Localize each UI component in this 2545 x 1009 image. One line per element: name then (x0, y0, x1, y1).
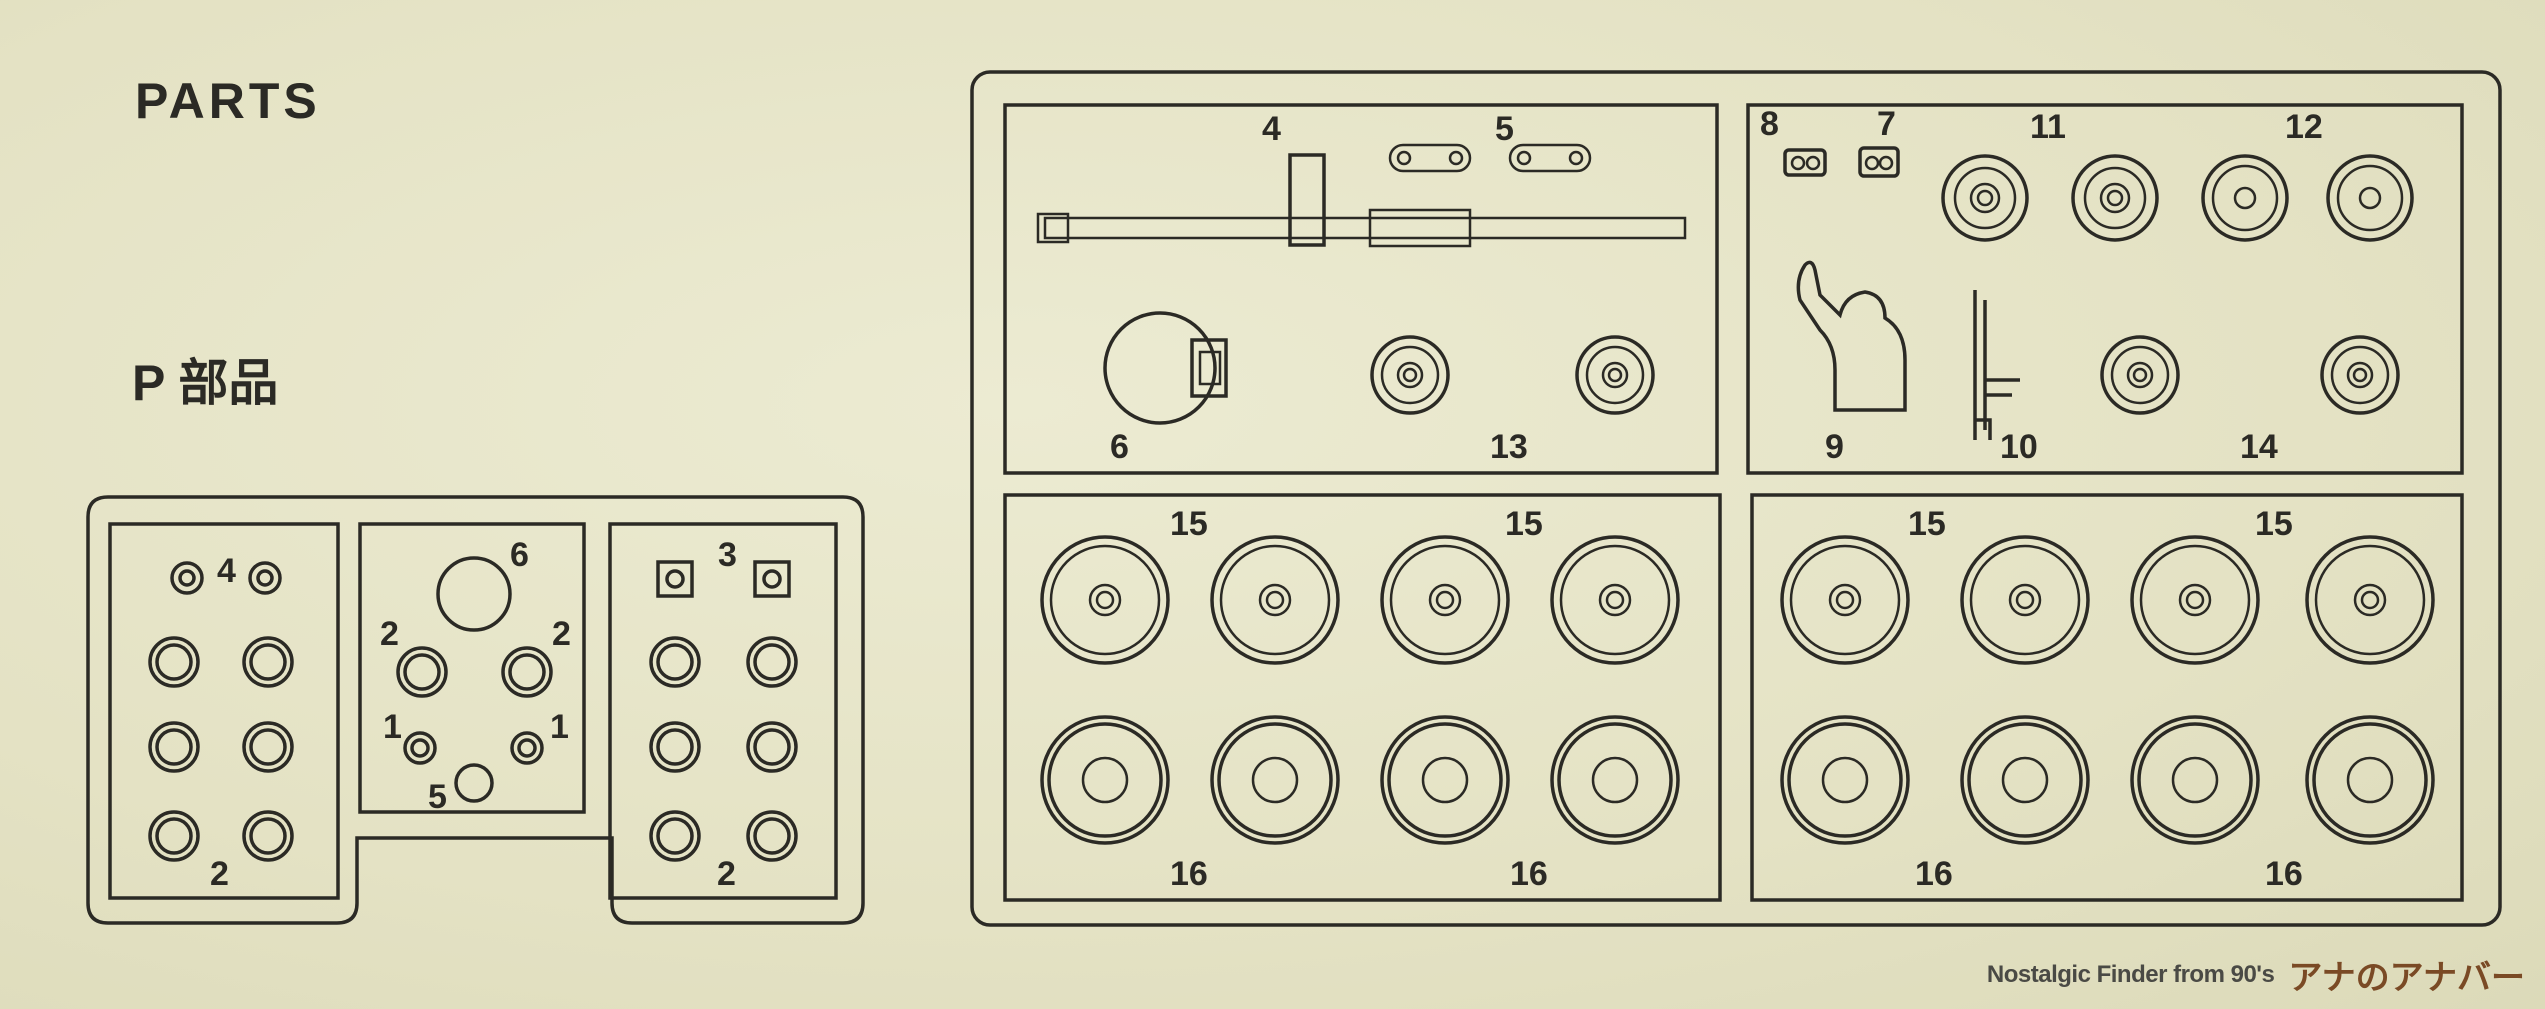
wheel-part-13-14 (2100, 335, 2180, 415)
part-9-driver-figure (1796, 260, 1907, 412)
part-5-links (1388, 143, 1592, 173)
wheel-part (148, 636, 200, 688)
wheel-part (501, 646, 553, 698)
square-part (656, 560, 694, 598)
part-label: 16 (1915, 855, 1953, 893)
wheel-part (746, 721, 798, 773)
watermark-logo: アナのアナバー (2288, 958, 2525, 998)
watermark-text: Nostalgic Finder from 90's (1986, 960, 2275, 988)
part-label: 16 (1170, 855, 1208, 893)
wheel-part-13-14 (2320, 335, 2400, 415)
wheel-part-13-14 (1575, 335, 1655, 415)
part-label: 16 (1510, 855, 1548, 893)
wheel-part-11 (2071, 154, 2159, 242)
wheel-part-15 (1960, 535, 2090, 665)
wheel-part-16 (1380, 715, 1510, 845)
part-5-circle (454, 763, 494, 803)
hub (665, 569, 685, 589)
part-label: 4 (1262, 110, 1281, 148)
wheel-part (248, 561, 282, 595)
part-6-headlight (1103, 311, 1228, 425)
wheel-part-15 (1210, 535, 1340, 665)
part-label: 8 (1760, 105, 1779, 143)
wheel-part (396, 646, 448, 698)
wheel-part (148, 721, 200, 773)
part-label: 5 (1495, 110, 1514, 148)
wheel-part-13-14 (1370, 335, 1450, 415)
part-label: 15 (1908, 505, 1946, 543)
part-label: 15 (2255, 505, 2293, 543)
left-sprue (86, 495, 865, 925)
part-label: 14 (2240, 428, 2278, 466)
part-6-circle (436, 556, 512, 632)
part-label: 7 (1877, 105, 1896, 143)
left-sprue-parts (148, 556, 798, 862)
part-label: 16 (2265, 855, 2303, 893)
wheel-part-16 (1960, 715, 2090, 845)
part-label: 15 (1170, 505, 1208, 543)
wheel-part-15 (1040, 535, 1170, 665)
square-part (753, 560, 791, 598)
wheel-part-15 (1380, 535, 1510, 665)
wheel-part-15 (1550, 535, 1680, 665)
wheel-part (649, 810, 701, 862)
wheel-part-16 (1040, 715, 1170, 845)
wheel-part-12 (2326, 154, 2414, 242)
wheel-part-11 (1941, 154, 2029, 242)
wheel-part (746, 810, 798, 862)
part-label: 6 (1110, 428, 1129, 466)
part-label: 2 (380, 615, 399, 653)
left-sprue-labels: 4 6 2 2 1 1 5 3 2 2 (210, 536, 737, 893)
wheel-part (649, 636, 701, 688)
wheel-part (242, 810, 294, 862)
wheel-part-15 (2130, 535, 2260, 665)
wheel-part (649, 721, 701, 773)
part-label: 3 (718, 536, 737, 574)
part-label: 12 (2285, 108, 2323, 146)
wheel-part-16 (1550, 715, 1680, 845)
part-label: 1 (550, 708, 569, 746)
part-8-7-small (1783, 146, 1900, 178)
part-label: 5 (428, 778, 447, 816)
wheel-part-16 (2305, 715, 2435, 845)
part-label: 1 (383, 708, 402, 746)
part-label: 15 (1505, 505, 1543, 543)
wheel-part (242, 636, 294, 688)
part-label: 6 (510, 536, 529, 574)
part-label: 4 (217, 552, 236, 590)
wheel-part-15 (2305, 535, 2435, 665)
part-label: 9 (1825, 428, 1844, 466)
wheel-part (148, 810, 200, 862)
wheel-part-16 (1780, 715, 1910, 845)
wheel-part (170, 561, 204, 595)
part-4-rod (1036, 153, 1687, 248)
wheel-part-16 (1210, 715, 1340, 845)
right-sprue (970, 70, 2502, 927)
wheel-part (510, 731, 544, 765)
part-label: 2 (717, 855, 736, 893)
part-label: 10 (2000, 428, 2038, 466)
part-label: 13 (1490, 428, 1528, 466)
part-label: 11 (2030, 108, 2066, 146)
wheel-part-12 (2201, 154, 2289, 242)
wheel-part (746, 636, 798, 688)
part-label: 2 (552, 615, 571, 653)
part-label: 2 (210, 855, 229, 893)
watermark: Nostalgic Finder from 90's アナのアナバー (1987, 950, 2525, 999)
wheel-part-16 (2130, 715, 2260, 845)
wheel-part (242, 721, 294, 773)
part-10-steering (1973, 290, 2020, 440)
parts-subheading: P 部品 (132, 355, 278, 411)
hub (762, 569, 782, 589)
wheel-part-15 (1780, 535, 1910, 665)
right-sprue-labels: 4 5 8 7 11 12 6 13 9 10 14 15 15 15 15 1… (1110, 105, 2323, 893)
wheel-part (403, 731, 437, 765)
parts-heading: PARTS (135, 73, 321, 129)
right-sprue-parts (1036, 143, 2435, 845)
